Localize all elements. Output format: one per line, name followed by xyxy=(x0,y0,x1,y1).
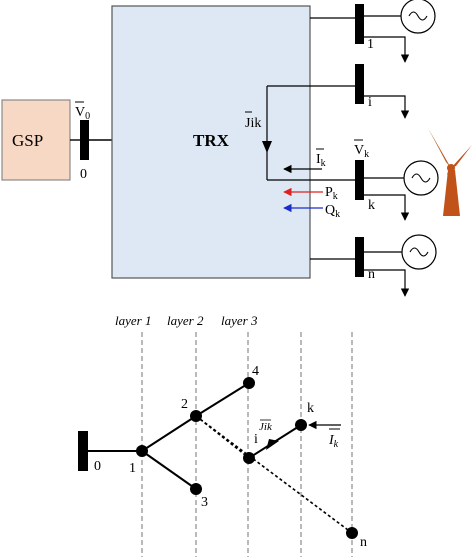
bus-k xyxy=(355,160,364,200)
tree-node-n xyxy=(346,527,358,539)
edge-1-3 xyxy=(141,450,197,490)
tree-nodek-label: k xyxy=(307,401,314,416)
layer3-label: layer 3 xyxy=(221,313,258,328)
bus-n xyxy=(355,237,364,277)
layer-separators xyxy=(141,332,353,557)
vk-label: Vk xyxy=(354,143,369,160)
tree-jik-label: Jik xyxy=(259,421,273,433)
edge-1-2 xyxy=(141,415,197,452)
bus-1 xyxy=(355,4,364,44)
gsp-label: GSP xyxy=(12,131,43,150)
tree-node-k xyxy=(295,419,307,431)
tree-node4-label: 4 xyxy=(252,364,259,379)
trx-box xyxy=(111,5,311,279)
edge-2-4 xyxy=(195,382,250,417)
bus-i xyxy=(355,64,364,104)
tree-node-2 xyxy=(190,410,202,422)
load-i-line xyxy=(364,95,410,119)
top-diagram: GSP V0 0 TRX 1 i Jik Ik xyxy=(1,0,472,297)
generator-k-sine xyxy=(411,173,431,183)
tree-node-4 xyxy=(243,377,255,389)
layer2-label: layer 2 xyxy=(167,313,204,328)
busi-label: i xyxy=(368,95,372,110)
busk-label: k xyxy=(368,198,375,213)
tree-node-i xyxy=(243,452,255,464)
tree-node0-label: 0 xyxy=(94,459,101,474)
edge-2-i-dashed xyxy=(195,415,250,459)
tree-node-3 xyxy=(190,483,202,495)
busn-label: n xyxy=(368,267,375,282)
tree-nodei-label: i xyxy=(254,432,258,447)
load-n-line xyxy=(364,269,410,297)
tree-nodes xyxy=(136,377,358,539)
bus1-label: 1 xyxy=(367,37,374,52)
tree-ik-label: Ik xyxy=(328,433,339,450)
ik-label: Ik xyxy=(316,152,326,169)
tree-jik-arrow-head xyxy=(266,439,279,450)
tree-noden-label: n xyxy=(360,535,367,550)
edge-2-n-dashed xyxy=(195,415,353,534)
tree-node3-label: 3 xyxy=(201,495,208,510)
pk-label: Pk xyxy=(325,185,338,202)
jik-label: Jik xyxy=(245,116,261,131)
wind-turbine-icon xyxy=(428,128,472,216)
v0-label: V0 xyxy=(75,105,90,122)
jik-arrow-head xyxy=(262,141,272,153)
bus-0 xyxy=(80,120,89,160)
generator-1-sine xyxy=(408,11,428,21)
tree-node2-label: 2 xyxy=(181,397,188,412)
generator-n-sine xyxy=(409,247,429,257)
tree-node1-label: 1 xyxy=(129,461,136,476)
tree-edges xyxy=(88,382,302,490)
bottom-diagram: layer 1 layer 2 layer 3 0 Jik xyxy=(78,313,367,557)
load-1-line xyxy=(364,36,410,63)
gsp-box xyxy=(1,99,71,181)
bus0-label: 0 xyxy=(80,167,87,182)
tree-bus-0 xyxy=(78,431,88,471)
tree-node-1 xyxy=(136,445,148,457)
trx-label: TRX xyxy=(193,131,230,150)
qk-label: Qk xyxy=(325,203,340,220)
layer1-label: layer 1 xyxy=(115,313,151,328)
load-k-line xyxy=(364,194,410,221)
